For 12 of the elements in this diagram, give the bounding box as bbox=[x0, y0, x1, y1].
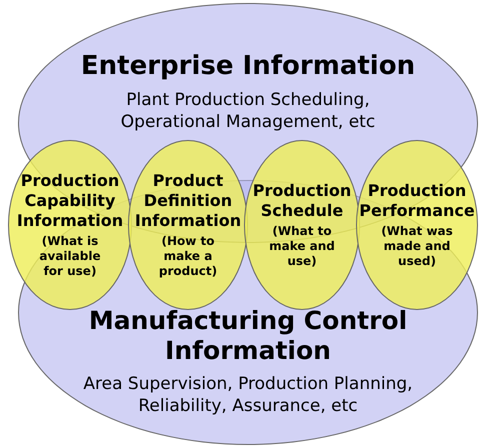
ellipse-description: (What is available for use) bbox=[38, 234, 102, 279]
ellipse-description: (How to make a product) bbox=[158, 234, 218, 279]
ellipse-description: Area Supervision, Production Planning, Reliability, Assurance, etc bbox=[82, 373, 414, 417]
ellipse-heading: Enterprise Information bbox=[80, 51, 416, 82]
ellipse-heading: Product Definition Information bbox=[134, 171, 242, 231]
ellipse-description: Plant Production Scheduling, Operational Management, etc bbox=[120, 89, 376, 133]
ellipse-description: (What was made and used) bbox=[380, 224, 454, 269]
ellipse-heading: Manufacturing Control Information bbox=[88, 306, 408, 366]
ellipse-heading: Production Performance bbox=[358, 181, 476, 221]
ellipse-heading: Production Capability Information bbox=[16, 171, 124, 231]
ellipse-description: (What to make and use) bbox=[268, 224, 336, 269]
ellipse-heading: Production Schedule bbox=[252, 181, 352, 221]
